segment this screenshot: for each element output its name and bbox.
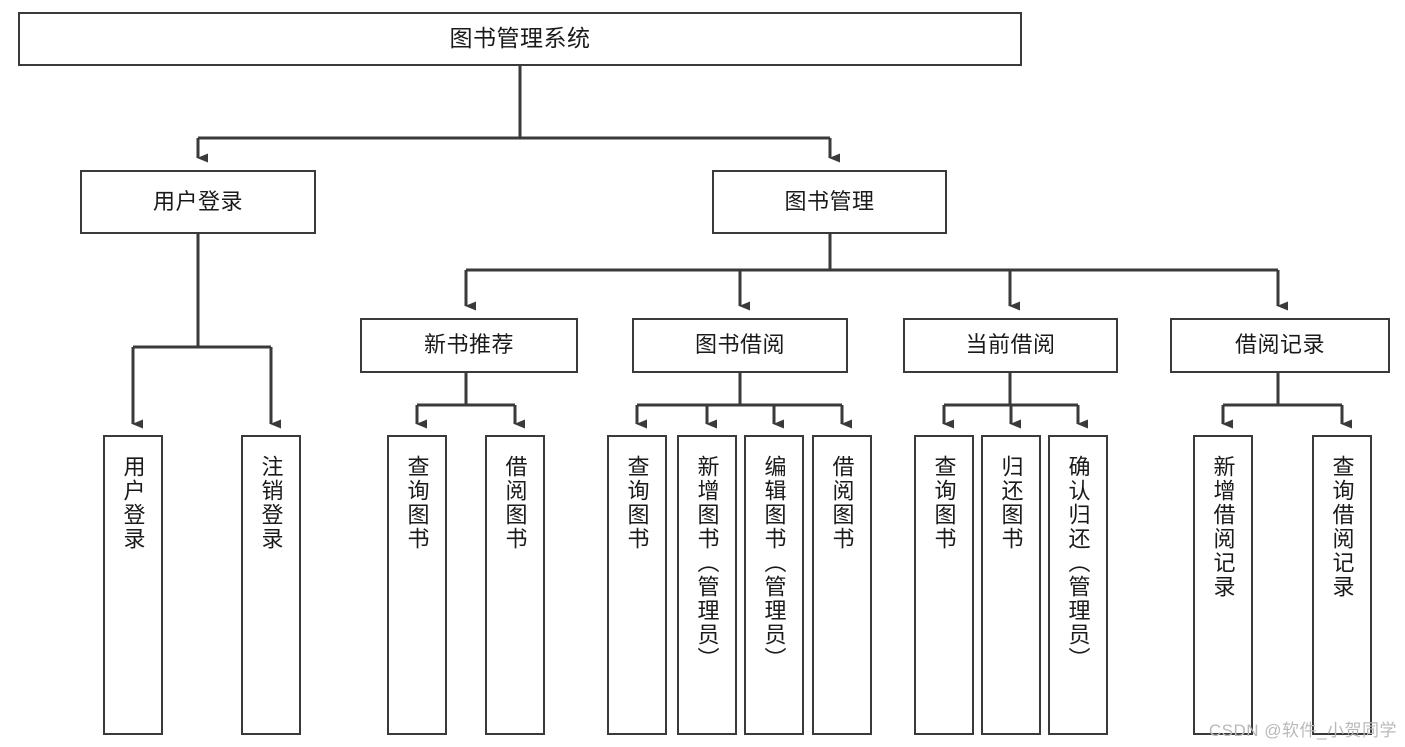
node-label: 注销登录: [258, 455, 284, 551]
node-label: 新增图书（管理员）: [694, 455, 720, 671]
node-label: 查询借阅记录: [1329, 455, 1355, 599]
node-leaf-query-book-1[interactable]: 查询图书: [387, 435, 447, 735]
node-leaf-user-login[interactable]: 用户登录: [103, 435, 163, 735]
node-leaf-add-record[interactable]: 新增借阅记录: [1193, 435, 1253, 735]
node-leaf-borrow-book-1[interactable]: 借阅图书: [485, 435, 545, 735]
node-current-borrow[interactable]: 当前借阅: [903, 318, 1118, 373]
node-leaf-add-book[interactable]: 新增图书（管理员）: [677, 435, 737, 735]
node-new-book-recommend[interactable]: 新书推荐: [360, 318, 578, 373]
node-label: 借阅记录: [1234, 332, 1325, 358]
node-leaf-query-book-3[interactable]: 查询图书: [914, 435, 974, 735]
node-label: 新书推荐: [423, 332, 514, 358]
node-leaf-return-book[interactable]: 归还图书: [981, 435, 1041, 735]
node-label: 查询图书: [931, 455, 957, 551]
node-book-manage[interactable]: 图书管理: [712, 170, 947, 234]
node-label: 确认归还（管理员）: [1065, 455, 1091, 671]
node-leaf-borrow-book-2[interactable]: 借阅图书: [812, 435, 872, 735]
node-label: 新增借阅记录: [1210, 455, 1236, 599]
node-leaf-confirm-return[interactable]: 确认归还（管理员）: [1048, 435, 1108, 735]
node-label: 用户登录: [120, 455, 146, 551]
node-leaf-query-record[interactable]: 查询借阅记录: [1312, 435, 1372, 735]
node-root-system[interactable]: 图书管理系统: [18, 12, 1022, 66]
node-label: 编辑图书（管理员）: [761, 455, 787, 671]
watermark-text: CSDN @软件_小贺同学: [1208, 721, 1397, 740]
node-label: 用户登录: [152, 188, 243, 214]
node-label: 归还图书: [998, 455, 1024, 551]
node-label: 查询图书: [404, 455, 430, 551]
node-label: 借阅图书: [829, 455, 855, 551]
node-leaf-edit-book[interactable]: 编辑图书（管理员）: [744, 435, 804, 735]
node-book-borrow[interactable]: 图书借阅: [632, 318, 848, 373]
node-label: 当前借阅: [965, 332, 1056, 358]
node-borrow-record[interactable]: 借阅记录: [1170, 318, 1390, 373]
node-label: 图书管理系统: [449, 25, 591, 52]
node-label: 图书借阅: [694, 332, 785, 358]
node-leaf-query-book-2[interactable]: 查询图书: [607, 435, 667, 735]
node-user-login[interactable]: 用户登录: [80, 170, 316, 234]
node-label: 查询图书: [624, 455, 650, 551]
node-label: 借阅图书: [502, 455, 528, 551]
node-leaf-logout[interactable]: 注销登录: [241, 435, 301, 735]
node-label: 图书管理: [784, 188, 875, 214]
